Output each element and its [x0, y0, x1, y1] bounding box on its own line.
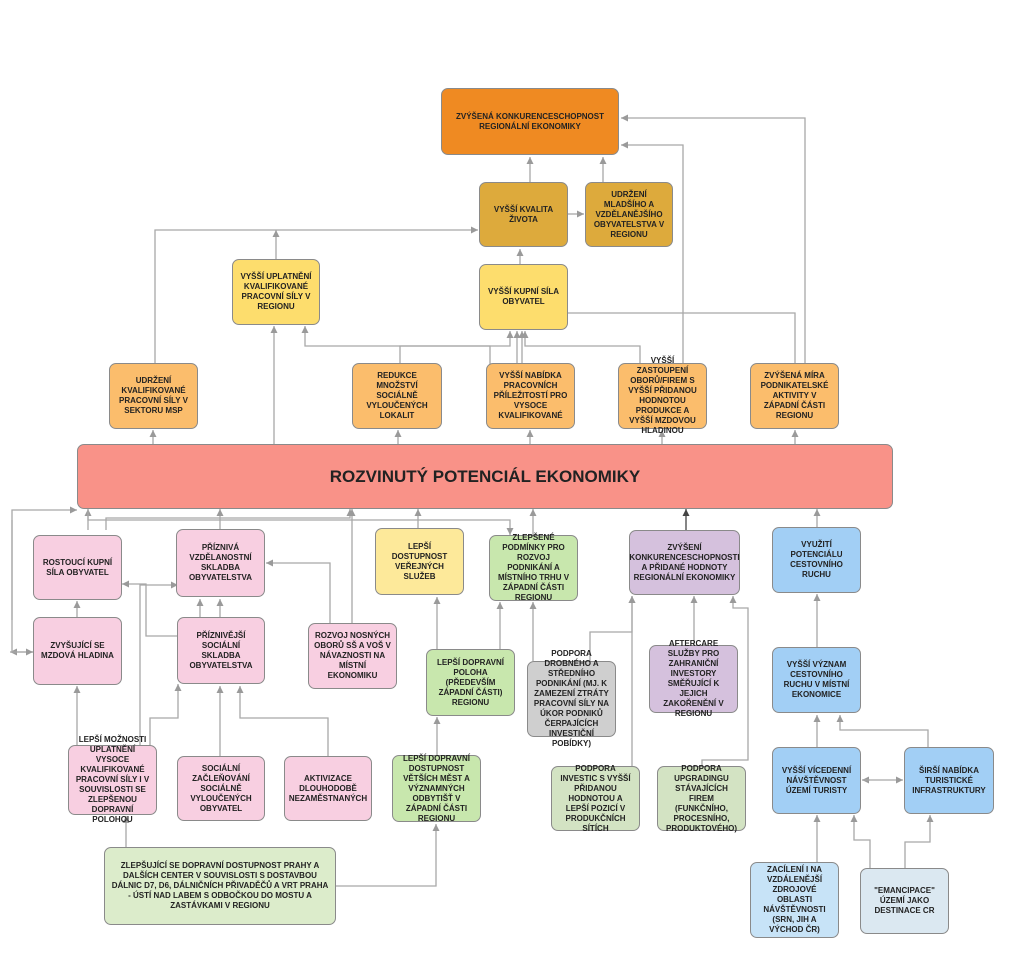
node-nosne-obory: ROZVOJ NOSNÝCH OBORŮ SŠ A VOŠ V NÁVAZNOS… [308, 623, 397, 689]
node-aftercare: AFTERCARE SLUŽBY PRO ZAHRANIČNÍ INVESTOR… [649, 639, 738, 718]
edge [139, 581, 178, 748]
node-podminky: ZLEPŠENÉ PODMÍNKY PRO ROZVOJ PODNIKÁNÍ A… [489, 533, 578, 602]
node-top: ZVÝŠENÁ KONKURENCESCHOPNOST REGIONÁLNÍ E… [441, 88, 619, 155]
node-vzdelanostni: PŘÍZNIVÁ VZDĚLANOSTNÍ SKLADBA OBYVATELST… [176, 529, 265, 597]
node-uplatneni: VYŠŠÍ UPLATNĚNÍ KVALIFIKOVANÉ PRACOVNÍ S… [232, 259, 320, 325]
node-mzdova: ZVYŠUJÍCÍ SE MZDOVÁ HLADINA [33, 617, 122, 685]
edge [236, 686, 329, 756]
node-nabidka-prac: VYŠŠÍ NABÍDKA PRACOVNÍCH PŘÍLEŽITOSTÍ PR… [486, 363, 575, 429]
node-center: ROZVINUTÝ POTENCIÁL EKONOMIKY [77, 444, 893, 509]
node-konkurence-prid: ZVÝŠENÍ KONKURENCESCHOPNOSTI A PŘIDANÉ H… [629, 530, 740, 595]
edge [11, 520, 33, 656]
edge [154, 226, 478, 365]
node-vyznam-cr: VYŠŠÍ VÝZNAM CESTOVNÍHO RUCHU V MÍSTNÍ E… [772, 647, 861, 713]
node-socialni-sklad: PŘÍZNIVĚJŠÍ SOCIÁLNÍ SKLADBA OBYVATELSTV… [177, 617, 265, 684]
edge [266, 559, 331, 623]
node-udrzeni-msp: UDRŽENÍ KVALIFIKOVANÉ PRACOVNÍ SÍLY V SE… [109, 363, 198, 429]
node-zastoupeni: VYŠŠÍ ZASTOUPENÍ OBORŮ/FIREM S VYŠŠÍ PŘI… [618, 356, 707, 435]
node-zaclenovani: SOCIÁLNÍ ZAČLEŇOVÁNÍ SOCIÁLNĚ VYLOUČENÝC… [177, 756, 265, 821]
node-kvalita: VYŠŠÍ KVALITA ŽIVOTA [479, 182, 568, 247]
edge [122, 580, 178, 637]
node-rostouci-kupni: ROSTOUCÍ KUPNÍ SÍLA OBYVATEL [33, 535, 122, 600]
node-dopravni-poloha: LEPŠÍ DOPRAVNÍ POLOHA (PŘEDEVŠÍM ZÁPADNÍ… [426, 649, 515, 716]
node-emancipace: "EMANCIPACE" ÚZEMÍ JAKO DESTINACE CR [860, 868, 949, 934]
edge [836, 715, 929, 747]
node-udrzeni-mladsi: UDRŽENÍ MLADŠÍHO A VZDĚLANĚJŠÍHO OBYVATE… [585, 182, 673, 247]
edge [850, 815, 871, 868]
node-redukce: REDUKCE MNOŽSTVÍ SOCIÁLNĚ VYLOUČENÝCH LO… [352, 363, 442, 429]
node-mira-podnik: ZVÝŠENÁ MÍRA PODNIKATELSKÉ AKTIVITY V ZÁ… [750, 363, 839, 429]
node-invest: PODPORA INVESTIC S VYŠŠÍ PŘIDANOU HODNOT… [551, 764, 640, 833]
node-upgrading: PODPORA UPGRADINGU STÁVAJÍCÍCH FIREM (FU… [657, 764, 746, 833]
node-dostupnost-mest: LEPŠÍ DOPRAVNÍ DOSTUPNOST VĚTŠÍCH MĚST A… [392, 754, 481, 823]
node-drobne-podnik: PODPORA DROBNÉHO A STŘEDNÍHO PODNIKÁNÍ (… [527, 649, 616, 748]
node-zlepsujici: ZLEPŠUJÍCÍ SE DOPRAVNÍ DOSTUPNOST PRAHY … [104, 847, 336, 925]
edge [301, 326, 491, 365]
node-cestovni-ruch: VYUŽITÍ POTENCIÁLU CESTOVNÍHO RUCHU [772, 527, 861, 593]
edge [521, 331, 641, 365]
edge [336, 824, 440, 887]
node-infrastruktura: ŠIRŠÍ NABÍDKA TURISTICKÉ INFRASTRUKTURY [904, 747, 994, 814]
node-aktivizace: AKTIVIZACE DLOUHODOBĚ NEZAMĚSTNANÝCH [284, 756, 372, 821]
edge [541, 309, 796, 365]
edge [621, 114, 806, 365]
edge [149, 684, 182, 748]
edge [621, 141, 684, 365]
edge [87, 510, 514, 535]
node-vicedenni: VYŠŠÍ VÍCEDENNÍ NÁVŠTĚVNOST ÚZEMÍ TURIST… [772, 747, 861, 814]
edge [904, 815, 934, 868]
edge [399, 331, 514, 363]
node-kupni-sila: VYŠŠÍ KUPNÍ SÍLA OBYVATEL [479, 264, 568, 330]
edge [701, 596, 749, 766]
node-dostupnost-sluzeb: LEPŠÍ DOSTUPNOST VEŘEJNÝCH SLUŽEB [375, 528, 464, 595]
node-moznosti: LEPŠÍ MOŽNOSTI UPLATNĚNÍ VYSOCE KVALIFIK… [68, 735, 157, 824]
node-zacileni: ZACÍLENÍ I NA VZDÁLENĚJŠÍ ZDROJOVÉ OBLAS… [750, 862, 839, 938]
